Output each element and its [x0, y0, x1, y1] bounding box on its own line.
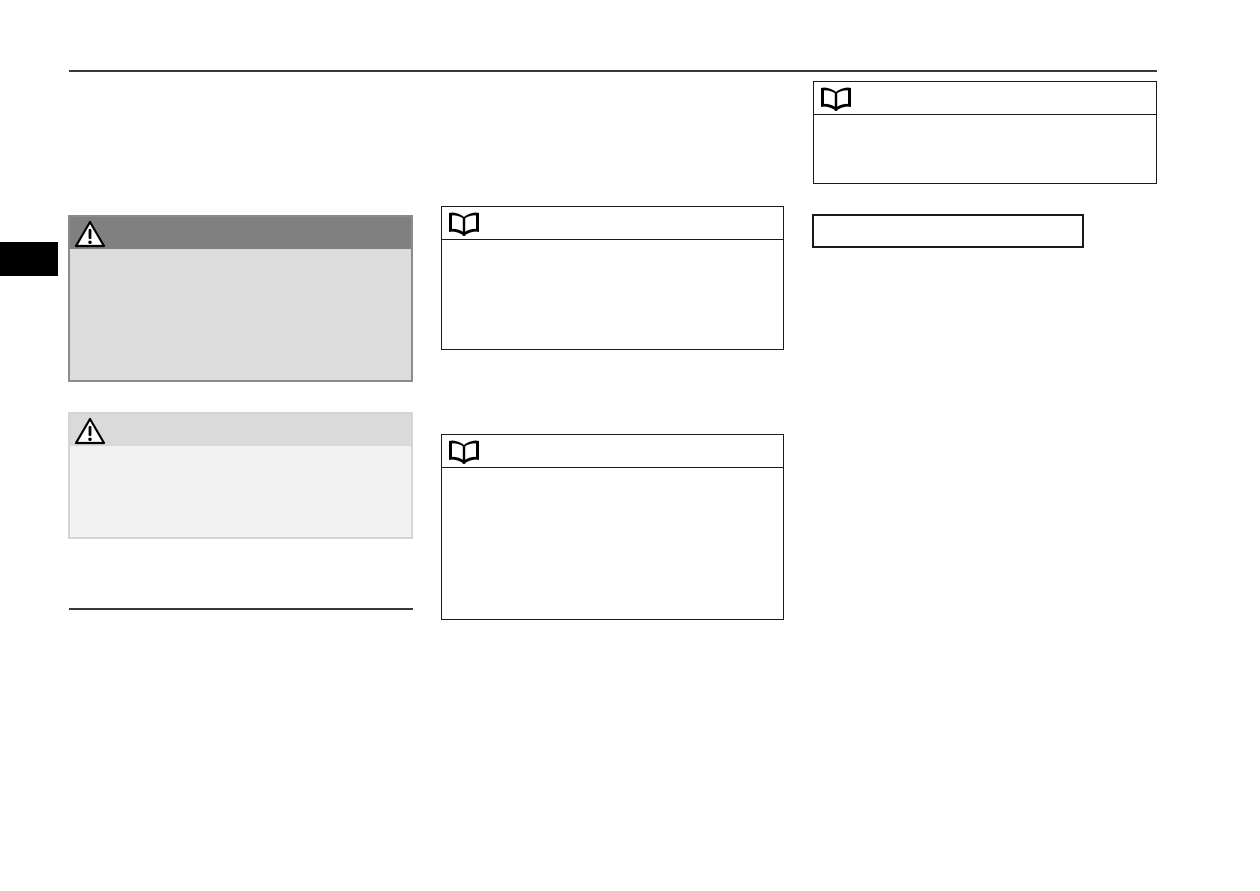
open-book-icon — [447, 438, 481, 465]
open-book-icon — [819, 85, 853, 112]
warning-header — [70, 414, 411, 446]
note-header — [442, 435, 783, 468]
warning-body — [70, 446, 411, 537]
section-heading-frame — [812, 214, 1084, 248]
header-rule — [69, 70, 1157, 72]
note-header — [442, 207, 783, 240]
note-header — [814, 82, 1156, 115]
note-box — [813, 81, 1157, 184]
chapter-tab — [0, 242, 58, 276]
note-box — [441, 206, 784, 350]
section-divider — [69, 608, 413, 610]
warning-triangle-icon — [74, 220, 106, 248]
open-book-icon — [447, 210, 481, 237]
warning-body — [70, 249, 411, 380]
warning-triangle-icon — [74, 417, 106, 445]
warning-box-dark — [68, 215, 413, 382]
note-box — [441, 434, 784, 620]
warning-box-light — [68, 412, 413, 539]
warning-header — [70, 217, 411, 249]
